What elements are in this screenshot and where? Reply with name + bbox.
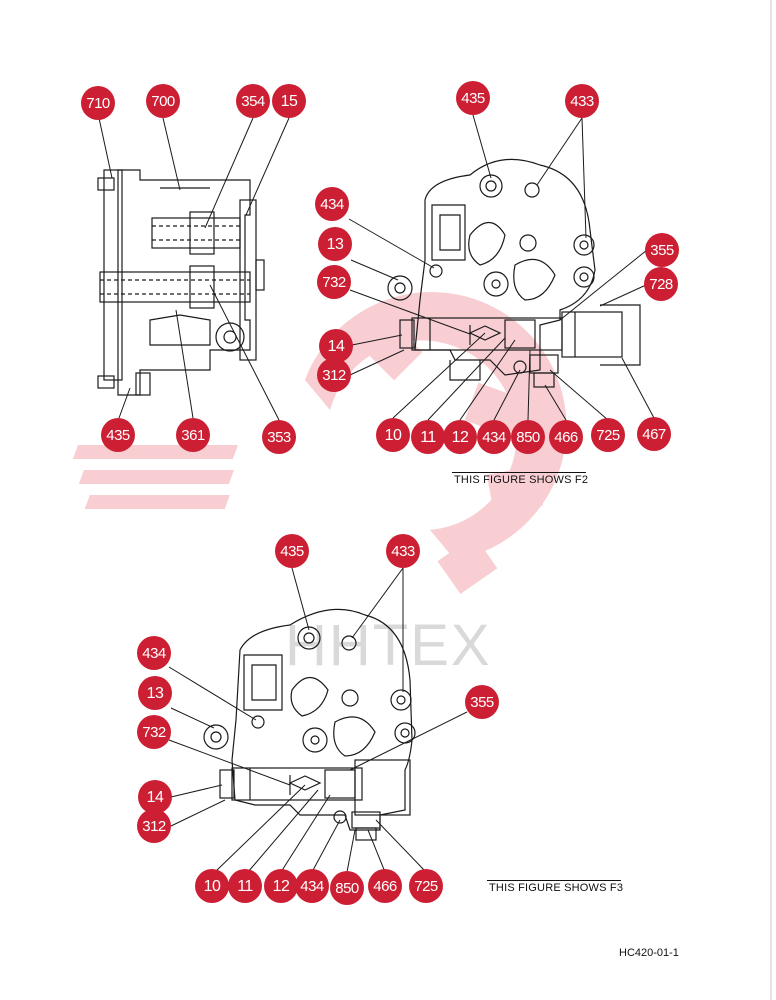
svg-text:433: 433 (391, 543, 415, 560)
svg-text:12: 12 (452, 429, 469, 446)
callout-14: 14 (138, 780, 172, 814)
callout-435: 435 (456, 81, 490, 115)
svg-text:466: 466 (373, 878, 397, 895)
svg-text:355: 355 (470, 694, 494, 711)
svg-text:11: 11 (237, 878, 253, 895)
callout-11: 11 (228, 869, 262, 903)
watermark-text: HHTEX (285, 613, 492, 678)
svg-text:11: 11 (420, 429, 436, 446)
callout-13: 13 (318, 227, 352, 261)
svg-text:354: 354 (241, 93, 265, 110)
svg-text:434: 434 (482, 429, 506, 446)
svg-text:10: 10 (204, 878, 221, 895)
svg-text:434: 434 (142, 645, 166, 662)
callout-435: 435 (101, 418, 135, 452)
svg-text:700: 700 (151, 93, 175, 110)
svg-text:14: 14 (147, 789, 164, 806)
page-edge-divider (770, 0, 772, 1000)
callout-732: 732 (317, 265, 351, 299)
callout-12: 12 (443, 420, 477, 454)
svg-text:710: 710 (86, 95, 110, 112)
watermark-logo (72, 292, 567, 595)
callout-725: 725 (409, 869, 443, 903)
svg-text:725: 725 (414, 878, 438, 895)
callout-15: 15 (272, 84, 306, 118)
callout-14: 14 (319, 329, 353, 363)
svg-text:732: 732 (142, 724, 166, 741)
leader-lines (98, 114, 655, 873)
callout-728: 728 (644, 267, 678, 301)
callout-10: 10 (195, 869, 229, 903)
svg-text:10: 10 (385, 427, 402, 444)
callout-312: 312 (317, 358, 351, 392)
callout-13: 13 (138, 676, 172, 710)
svg-text:12: 12 (273, 878, 290, 895)
svg-text:13: 13 (327, 236, 344, 253)
side-view-drawing (97, 169, 265, 396)
callout-433: 433 (565, 84, 599, 118)
svg-text:732: 732 (322, 274, 346, 291)
svg-text:13: 13 (147, 685, 164, 702)
callout-312: 312 (137, 809, 171, 843)
svg-text:312: 312 (322, 367, 346, 384)
caption-f3-rule (487, 880, 621, 881)
f3-view-drawing (203, 608, 416, 841)
f3-view-callouts: 435 433 434 13 732 14 312 355 10 11 12 4… (137, 534, 499, 905)
callout-850: 850 (511, 420, 545, 454)
svg-text:14: 14 (328, 338, 345, 355)
svg-text:355: 355 (650, 242, 674, 259)
caption-f2: THIS FIGURE SHOWS F2 (454, 474, 589, 486)
svg-text:361: 361 (181, 427, 205, 444)
callout-355: 355 (465, 685, 499, 719)
document-number: HC420-01-1 (619, 947, 679, 959)
caption-f2-rule (452, 472, 586, 473)
svg-text:728: 728 (649, 276, 673, 293)
callout-850: 850 (330, 871, 364, 905)
callout-467: 467 (637, 417, 671, 451)
callout-700: 700 (146, 84, 180, 118)
svg-text:850: 850 (335, 880, 359, 897)
side-view-callouts: 710 700 354 15 435 361 353 (81, 84, 306, 454)
svg-text:466: 466 (554, 429, 578, 446)
callout-732: 732 (137, 715, 171, 749)
svg-text:434: 434 (320, 196, 344, 213)
callout-433: 433 (386, 534, 420, 568)
callout-710: 710 (81, 86, 115, 120)
svg-text:353: 353 (267, 429, 291, 446)
callout-434: 434 (295, 869, 329, 903)
callout-354: 354 (236, 84, 270, 118)
svg-text:435: 435 (106, 427, 130, 444)
svg-text:725: 725 (596, 427, 620, 444)
caption-f3: THIS FIGURE SHOWS F3 (489, 882, 624, 894)
f2-view-callouts: 435 433 434 13 732 14 312 355 728 10 11 … (315, 81, 679, 454)
svg-text:435: 435 (280, 543, 304, 560)
callout-355: 355 (645, 233, 679, 267)
callout-466: 466 (549, 420, 583, 454)
callout-11: 11 (411, 420, 445, 454)
callout-361: 361 (176, 418, 210, 452)
callout-725: 725 (591, 418, 625, 452)
svg-text:434: 434 (300, 878, 324, 895)
callout-435: 435 (275, 534, 309, 568)
svg-text:850: 850 (516, 429, 540, 446)
callout-434: 434 (477, 420, 511, 454)
callout-353: 353 (262, 420, 296, 454)
svg-text:15: 15 (281, 93, 298, 110)
callout-10: 10 (376, 418, 410, 452)
callout-466: 466 (368, 869, 402, 903)
callout-12: 12 (264, 869, 298, 903)
svg-text:312: 312 (142, 818, 166, 835)
svg-text:467: 467 (642, 426, 666, 443)
callout-434: 434 (315, 187, 349, 221)
svg-text:433: 433 (570, 93, 594, 110)
callout-434: 434 (137, 636, 171, 670)
svg-text:435: 435 (461, 90, 485, 107)
